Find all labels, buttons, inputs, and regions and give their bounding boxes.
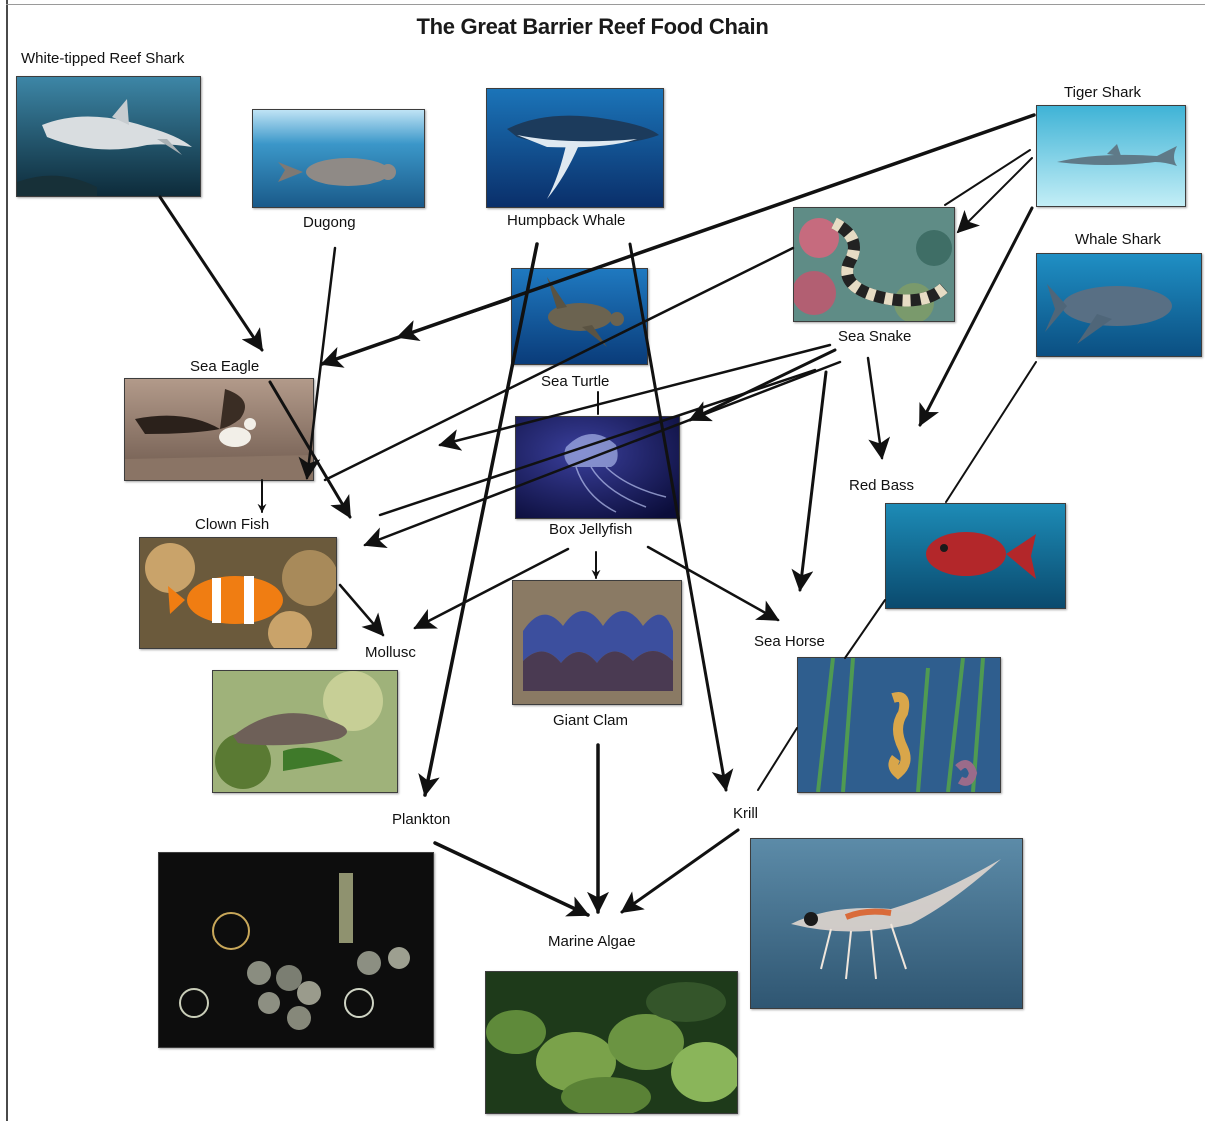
- arrow-reef-shark-to-sea-eagle: [158, 195, 264, 352]
- arrow-sea-snake-to-red-bass: [866, 356, 891, 460]
- label-sea-snake: Sea Snake: [838, 328, 912, 345]
- label-plankton: Plankton: [392, 811, 451, 828]
- arrow-tiger-shark-to-sea-snake-2: [944, 149, 1031, 206]
- sea-snake-image: [793, 207, 955, 322]
- label-marine-algae: Marine Algae: [548, 933, 636, 950]
- arrow-tiger-shark-to-sea-snake: [956, 157, 1033, 234]
- mollusc-image: [212, 670, 398, 793]
- box-jellyfish-image: [515, 416, 680, 519]
- arrow-sea-snake-to-sea-horse: [791, 370, 828, 592]
- giant-clam-image: [512, 580, 682, 705]
- line-sea-horse-to-krill: [757, 727, 798, 791]
- diagram-title: The Great Barrier Reef Food Chain: [416, 14, 769, 39]
- frame-top-edge: [6, 4, 1205, 5]
- clown-fish-image: [139, 537, 337, 649]
- label-dugong: Dugong: [303, 214, 356, 231]
- arrow-sea-turtle-to-sea-eagle: [396, 298, 510, 341]
- label-clown-fish: Clown Fish: [195, 516, 270, 533]
- tiger-shark-image: [1036, 105, 1186, 207]
- sea-eagle-image: [124, 378, 314, 481]
- label-sea-horse: Sea Horse: [754, 633, 825, 650]
- krill-image: [750, 838, 1023, 1009]
- label-giant-clam: Giant Clam: [553, 712, 629, 729]
- label-red-bass: Red Bass: [849, 477, 915, 494]
- line-whale-shark-to-red-bass: [945, 361, 1037, 503]
- red-bass-image: [885, 503, 1066, 609]
- label-sea-eagle: Sea Eagle: [190, 358, 260, 375]
- arrow-krill-to-marine-algae: [620, 828, 740, 914]
- arrow-clown-fish-to-mollusc: [338, 583, 385, 637]
- label-tiger-shark: Tiger Shark: [1064, 84, 1141, 101]
- sea-horse-image: [797, 657, 1001, 793]
- frame-left-edge: [6, 0, 8, 1121]
- arrow-sea-snake-to-box-jellyfish: [688, 348, 837, 422]
- label-box-jellyfish: Box Jellyfish: [549, 521, 633, 538]
- arrow-plankton-to-marine-algae: [433, 841, 590, 917]
- label-sea-turtle: Sea Turtle: [541, 373, 610, 390]
- label-whale-shark: Whale Shark: [1075, 231, 1161, 248]
- line-red-bass-to-sea-horse: [844, 599, 886, 659]
- humpback-whale-image: [486, 88, 664, 208]
- label-mollusc: Mollusc: [365, 644, 416, 661]
- label-krill: Krill: [733, 805, 758, 822]
- plankton-image: [158, 852, 434, 1048]
- white-tipped-reef-shark-image: [16, 76, 201, 197]
- label-humpback-whale: Humpback Whale: [507, 212, 626, 229]
- label-white-tipped-reef-shark: White-tipped Reef Shark: [21, 50, 185, 67]
- sea-turtle-image: [511, 268, 648, 365]
- dugong-image: [252, 109, 425, 208]
- marine-algae-image: [485, 971, 738, 1114]
- whale-shark-image: [1036, 253, 1202, 357]
